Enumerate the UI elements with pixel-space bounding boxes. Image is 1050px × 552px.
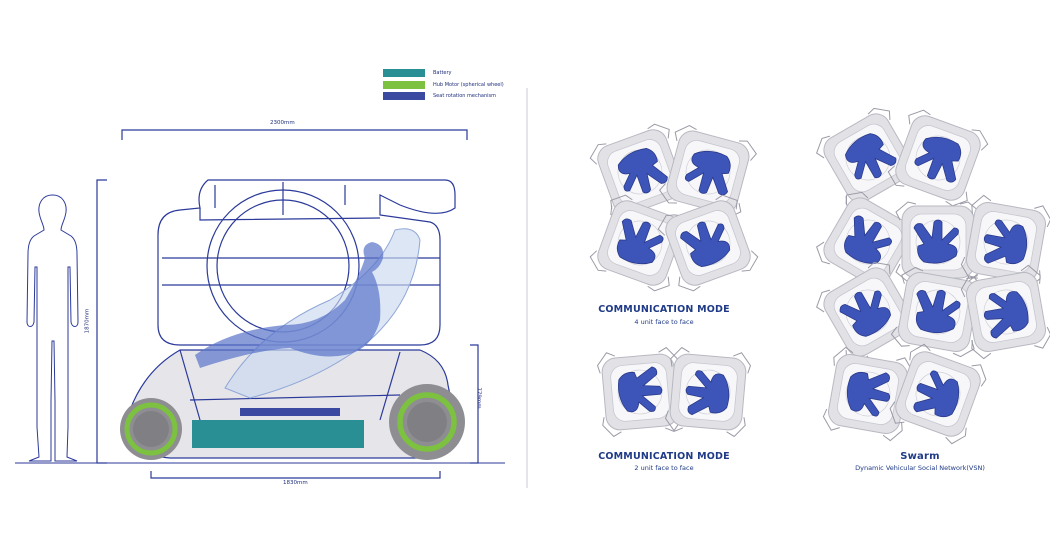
four-unit-subtitle: 4 unit face to face xyxy=(634,318,694,326)
legend-swatch-battery xyxy=(383,69,425,77)
pod-4-c xyxy=(589,194,691,292)
length-label: 2300mm xyxy=(270,120,295,126)
swarm-title: Swarm xyxy=(900,451,940,462)
pod-2-a xyxy=(596,346,684,438)
legend-label-seat: Seat rotation mechanism xyxy=(433,93,497,99)
pod-swarm-8 xyxy=(960,264,1050,360)
seat-rotation-mechanism xyxy=(240,408,340,416)
legend-motor: Hub Motor (spherical wheel) xyxy=(383,81,504,89)
pod-swarm-4 xyxy=(895,201,981,283)
pod-swarm-1 xyxy=(816,107,920,209)
pod-4-d xyxy=(657,194,759,292)
two-unit-title: COMMUNICATION MODE xyxy=(598,451,730,462)
dimension-lines xyxy=(15,129,505,479)
two-unit-subtitle: 2 unit face to face xyxy=(634,464,694,472)
four-unit-title: COMMUNICATION MODE xyxy=(598,304,730,315)
human-silhouette xyxy=(26,194,79,462)
pod-4-a xyxy=(589,123,691,221)
front-wheel xyxy=(120,398,182,460)
wheelbase-label: 1830mm xyxy=(283,480,308,486)
pod-swarm-9 xyxy=(822,346,914,442)
pod-4-b xyxy=(659,125,757,219)
legend-seat: Seat rotation mechanism xyxy=(383,92,496,100)
height-dimension xyxy=(96,179,107,464)
swarm-subtitle: Dynamic Vehicular Social Network(VSN) xyxy=(855,464,985,472)
legend-label-battery: Battery xyxy=(433,70,452,76)
battery-pack xyxy=(192,420,364,448)
pod-2-b xyxy=(664,346,752,438)
legend-swatch-seat xyxy=(383,92,425,100)
pod-groups xyxy=(589,107,1050,445)
legend-label-motor: Hub Motor (spherical wheel) xyxy=(433,82,504,88)
pod-swarm-10 xyxy=(889,343,987,445)
pod-swarm-2 xyxy=(887,109,989,207)
rear-wheel xyxy=(389,384,465,460)
occupant-figure xyxy=(195,242,384,368)
height-label: 1870mm xyxy=(84,308,91,334)
legend-swatch-motor xyxy=(383,81,425,89)
side-height-label: 779mm xyxy=(475,387,482,409)
pod-swarm-3 xyxy=(816,191,920,293)
wheelbase-dimension xyxy=(150,471,441,479)
pod-swarm-5 xyxy=(960,194,1050,290)
length-dimension xyxy=(121,129,468,140)
legend-battery: Battery xyxy=(383,69,452,77)
